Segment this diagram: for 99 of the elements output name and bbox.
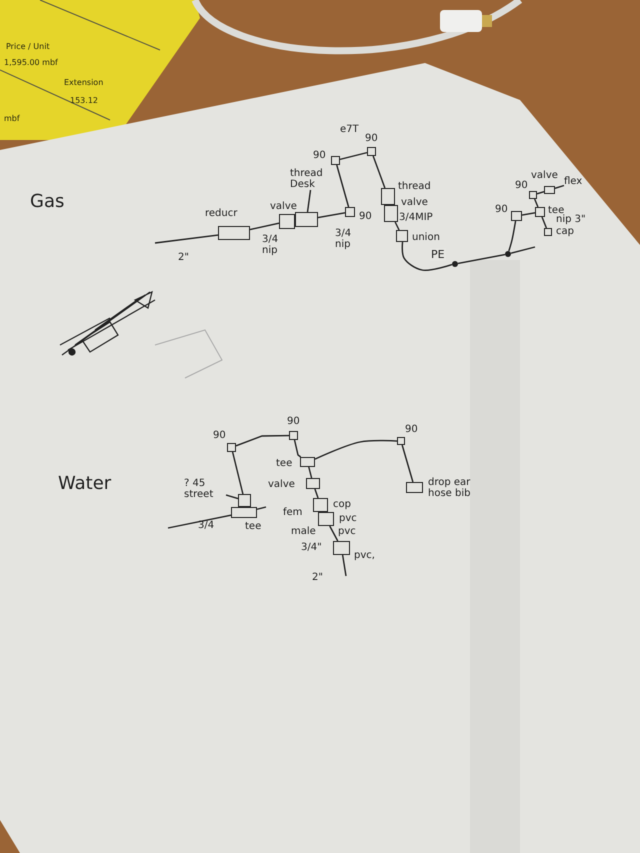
pipe-fitting [218, 226, 250, 240]
invoice-text: Extension [64, 78, 104, 87]
fitting-label: valve [268, 479, 295, 490]
pipe-fitting [333, 541, 350, 555]
fitting-label: cop [333, 499, 351, 510]
pipe-line [536, 191, 544, 194]
pipe-fitting [295, 212, 318, 227]
pipe-label: male [291, 526, 316, 537]
pipe-line [168, 514, 232, 529]
pipe-fitting [231, 507, 257, 518]
fitting-label: cap [556, 226, 574, 237]
fitting-label: union [412, 232, 440, 243]
pipe-line [541, 216, 548, 228]
pipe-fitting [345, 207, 355, 217]
pipe-line [318, 212, 346, 218]
pipe-fitting [318, 512, 334, 526]
leader-line [225, 494, 238, 500]
pipe-label: e7T [340, 124, 359, 135]
fitting-label: valve [531, 170, 558, 181]
fitting-label: drop ear hose bib [428, 477, 472, 499]
pipe-fitting [313, 498, 328, 512]
fitting-label: reducr [205, 208, 238, 219]
note-text: flex [564, 176, 590, 187]
pipe-fitting [300, 457, 315, 467]
pipe-label: tee [245, 521, 262, 532]
invoice-text: 153.12 [70, 96, 98, 105]
pipe-label: 2" [178, 252, 189, 263]
pipe-line [250, 222, 280, 230]
pipe-fitting [331, 156, 340, 165]
pipe-line [236, 434, 290, 446]
fitting-label: 90 [405, 424, 418, 435]
pipe-label: 2" [312, 572, 323, 583]
invoice-text: 1,595.00 mbf [4, 58, 58, 67]
pipe-line [458, 254, 506, 264]
pipe-line [394, 222, 400, 230]
pipe-line [329, 526, 338, 542]
invoice-text: Price / Unit [6, 42, 50, 51]
pipe-fitting [396, 230, 408, 242]
pipe-line [294, 440, 302, 458]
pipe-label: pvc [338, 526, 356, 537]
pipe-line [154, 234, 218, 244]
fitting-label: 90 [365, 133, 378, 144]
fitting-label: pvc [339, 513, 357, 524]
pipe-fitting [511, 211, 522, 221]
fitting-label: valve [401, 197, 428, 208]
note-text: ? 45 street [184, 478, 228, 500]
fitting-label: 90 [359, 211, 372, 222]
fitting-label: 90 [313, 150, 326, 161]
pipe-line [554, 184, 564, 189]
fitting-label: tee [548, 205, 564, 216]
pipe-fitting [289, 431, 298, 440]
pipe-line [340, 152, 368, 160]
pipe-line [508, 220, 516, 252]
pipe-line [510, 246, 536, 254]
pipe-fitting [279, 214, 295, 229]
pipe-fitting [529, 191, 537, 199]
pipe-line [372, 156, 386, 188]
pipe-fitting [397, 437, 405, 445]
fitting-label: 90 [213, 430, 226, 441]
fitting-label: 90 [495, 204, 508, 215]
fitting-label: 90 [515, 180, 528, 191]
pipe-label: 3/4" [301, 542, 322, 553]
fitting-label: tee [276, 458, 292, 469]
pipe-fitting [544, 228, 552, 236]
pipe-line [256, 506, 266, 510]
pipe-fitting [367, 147, 376, 156]
edge-label: PE [430, 248, 446, 261]
pipe-line [522, 212, 536, 216]
pipe-line [401, 444, 414, 482]
pipe-fitting [381, 188, 395, 205]
pipe-line [342, 554, 347, 576]
fitting-label: nip 3" [556, 214, 586, 225]
pipe-fitting [406, 482, 423, 493]
fitting-label: pvc, [354, 550, 375, 561]
fitting-label: 90 [287, 416, 300, 427]
pipe-fitting [535, 207, 545, 217]
pipe-line [402, 242, 452, 271]
pipe-fitting [544, 186, 555, 194]
fitting-label: fem [283, 507, 302, 518]
pipe-fitting [384, 205, 398, 222]
leader-line [306, 190, 312, 212]
invoice-text: mbf [4, 114, 20, 123]
pipe-label: 3/4 nip [335, 228, 352, 250]
pipe-line [314, 488, 319, 498]
pipe-label: 3/4 nip [262, 234, 280, 256]
fitting-label: thread [398, 181, 431, 192]
pipe-fitting [227, 443, 236, 452]
pipe-fitting [306, 478, 320, 489]
note-text: thread Desk [290, 168, 334, 190]
section-heading: Water [58, 478, 112, 489]
section-heading: Gas [30, 196, 64, 207]
fitting-label: 3/4MIP [399, 212, 433, 223]
pipe-line [314, 440, 398, 460]
pipe-line [308, 466, 312, 478]
pipe-line [534, 198, 539, 208]
pipe-line [232, 452, 244, 494]
fitting-label: valve [270, 201, 297, 212]
pipe-line [336, 164, 350, 208]
pipe-fitting [238, 494, 251, 507]
